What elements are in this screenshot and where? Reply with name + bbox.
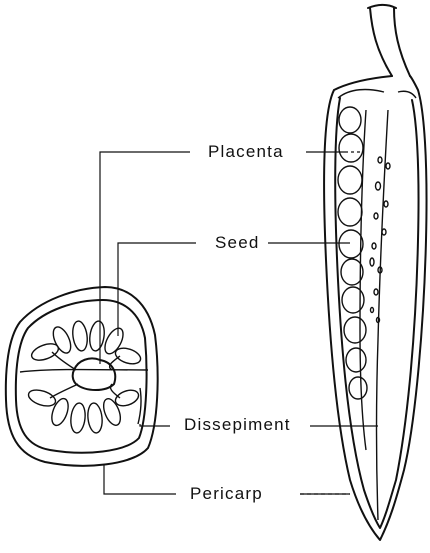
leader-seed [118, 243, 350, 336]
seed-shape [27, 387, 58, 409]
ovule-mark [384, 201, 388, 207]
label-pericarp: Pericarp [190, 485, 263, 503]
seed-shape [69, 402, 86, 433]
seed-shape [113, 387, 140, 408]
fruit-stalk [370, 8, 410, 76]
longitudinal-section [324, 5, 426, 540]
pod-top-cap-right [398, 91, 416, 98]
leader-placenta [100, 152, 345, 364]
ovule-mark [370, 258, 374, 266]
seed-shape [349, 377, 367, 399]
label-seed: Seed [215, 234, 260, 252]
cross-section-dissepiment [20, 370, 148, 373]
cross-section [6, 287, 158, 466]
seed-stalk [50, 384, 78, 398]
label-placenta: Placenta [208, 143, 284, 161]
seed-stalk [52, 352, 76, 370]
seed-shape [50, 324, 75, 355]
ovule-mark [374, 289, 378, 295]
ovule-mark [374, 213, 378, 219]
ovule-mark [372, 243, 376, 249]
pod-dissepiment [377, 110, 389, 520]
pod-top-cap-left [338, 90, 384, 98]
seed-shape [49, 396, 72, 427]
seed-shape [339, 134, 363, 162]
seed-shape [71, 320, 89, 352]
ovule-mark [382, 229, 386, 235]
seed-shape [88, 320, 106, 352]
seed-shape [100, 396, 123, 427]
ovule-mark [371, 308, 374, 313]
label-dissepiment: Dissepiment [184, 416, 291, 434]
ovule-mark [378, 157, 382, 163]
seed-shape [339, 107, 361, 133]
cross-section-seeds [27, 320, 143, 433]
seed-shape [101, 325, 127, 356]
leader-lines [100, 152, 378, 494]
pod-ovule-marks [370, 157, 390, 323]
seed-shape [86, 402, 103, 433]
ovule-mark [386, 163, 390, 169]
seed-shape [339, 230, 363, 258]
seed-shape [344, 317, 366, 343]
seed-shape [338, 166, 362, 194]
seed-shape [346, 348, 366, 372]
seed-shape [338, 198, 362, 226]
cross-section-placenta [73, 358, 116, 390]
fruit-stalk-top [368, 5, 396, 8]
ovule-mark [376, 182, 381, 190]
